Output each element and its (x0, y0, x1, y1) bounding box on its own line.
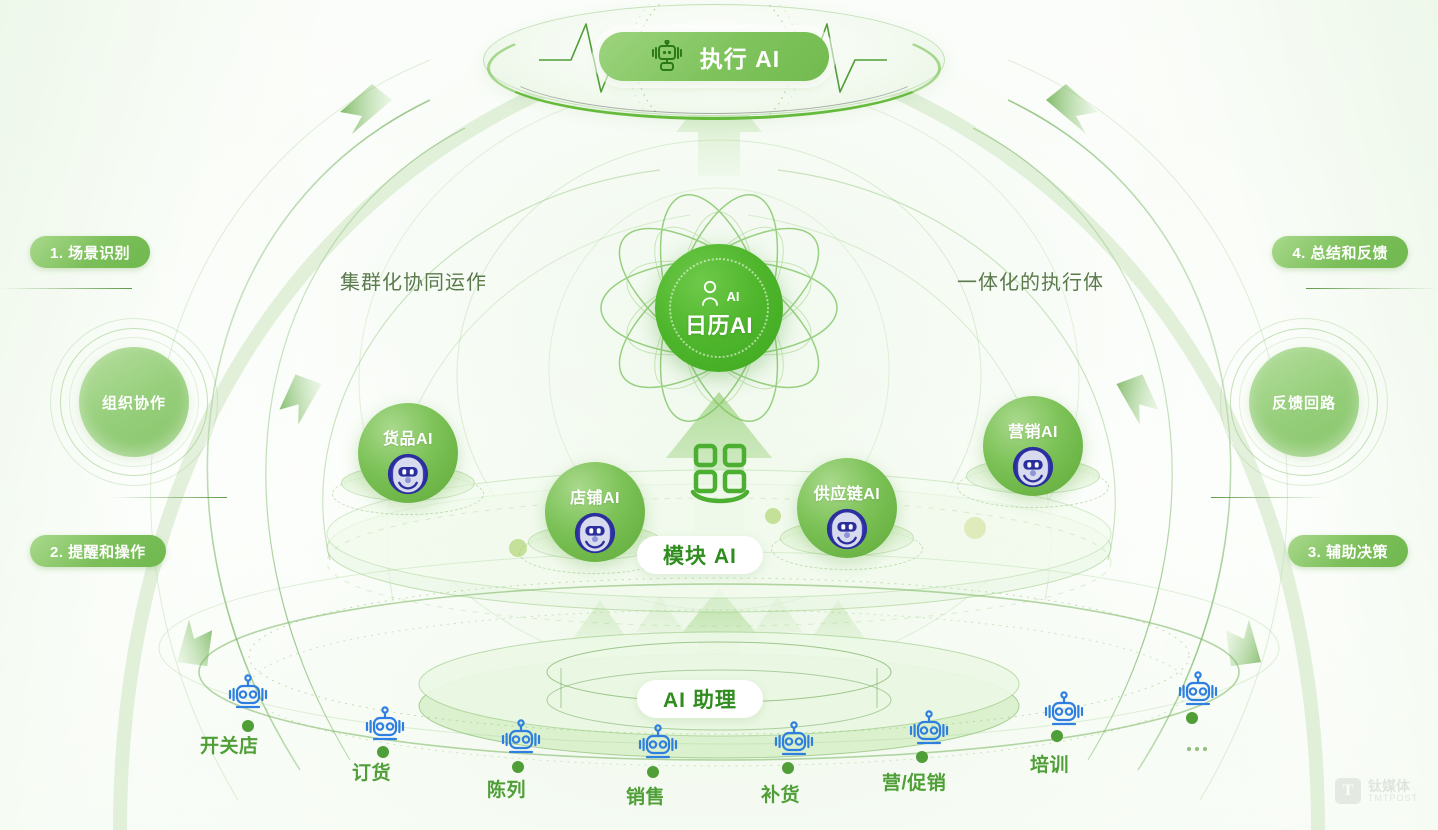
divider-bottom-right (1211, 497, 1326, 498)
step-badge-assist-decision[interactable]: 3. 辅助决策 (1287, 535, 1408, 567)
flow-arrow-left-mid (279, 374, 322, 425)
core-dotted-ring (669, 258, 769, 358)
watermark-name-en: TMTPOST (1368, 792, 1418, 803)
ring-inner (1239, 337, 1369, 467)
robot-icon (774, 721, 814, 756)
divider-top-left (0, 288, 132, 289)
task-label-t4: 销售 (626, 782, 665, 809)
agent-avatar-robot-icon (826, 508, 868, 555)
task-robot-icon-t3[interactable] (499, 718, 543, 769)
floating-dot (964, 517, 986, 539)
exec-ai-disc[interactable]: 执行 AI (483, 4, 945, 122)
task-label-text: 培训 (1030, 755, 1070, 776)
module-grid-icon (688, 440, 752, 515)
ring-outer (1220, 318, 1388, 486)
task-robot-icon-t2[interactable] (363, 705, 407, 756)
agent-avatar-robot-icon (387, 453, 429, 500)
robot-icon (909, 710, 949, 745)
divider-top-right (1306, 288, 1438, 289)
agent-label-goods: 货品AI (382, 431, 433, 448)
agent-avatar-robot-icon (1012, 446, 1054, 493)
step-badge-summary-feedback[interactable]: 4. 总结和反馈 (1272, 236, 1408, 268)
exec-ai-label: 执行 AI (699, 45, 781, 72)
task-robot-icon-t8[interactable] (1176, 670, 1220, 721)
task-label-text: 陈列 (487, 780, 527, 801)
agent-bubble-supply[interactable]: 供应链AI (771, 458, 923, 606)
agent-bubble-store[interactable]: 店铺AI (519, 462, 671, 610)
robot-head-icon (651, 39, 682, 71)
side-node-label: 组织协作 (79, 347, 189, 457)
robot-icon (228, 674, 268, 709)
agent-label-store: 店铺AI (569, 490, 620, 507)
task-robot-icon-t7[interactable] (1042, 690, 1086, 741)
task-label-t2: 订货 (352, 758, 391, 785)
task-label-t7: 培训 (1030, 750, 1069, 777)
task-robot-icon-t6[interactable] (907, 709, 951, 760)
side-node-feedback-loop[interactable]: 反馈回路 (1220, 318, 1388, 486)
watermark-name-cn: 钛媒体 (1368, 777, 1410, 794)
task-label-text: 营/促销 (882, 773, 947, 794)
task-label-t3: 陈列 (487, 775, 526, 802)
agent-avatar-robot-icon (574, 512, 616, 559)
agent-label-market: 营销AI (1007, 424, 1058, 441)
core-ball: AI 日历AI (655, 244, 783, 372)
core-calendar-ai-node[interactable]: AI 日历AI (655, 244, 783, 372)
robot-icon (638, 724, 678, 759)
ring-mid (60, 328, 208, 476)
divider-bottom-left (112, 497, 227, 498)
cluster-operation-text: 集群化协同运作 (340, 272, 487, 294)
flow-arrow-right-bottom (1225, 619, 1262, 667)
agent-label-supply: 供应链AI (813, 486, 881, 503)
robot-icon (501, 719, 541, 754)
step-badge-remind-operate[interactable]: 2. 提醒和操作 (30, 535, 166, 567)
task-robot-icon-t4[interactable] (636, 723, 680, 774)
watermark-logo-icon: T (1335, 778, 1361, 804)
exec-disc-rim (487, 16, 941, 120)
ring-inner (69, 337, 199, 467)
ring-mid (1230, 328, 1378, 476)
module-ai-pill[interactable]: 模块 AI (637, 536, 763, 574)
robot-icon (365, 706, 405, 741)
core-ai-sub-label: AI (726, 288, 740, 304)
task-label-t5: 补货 (761, 780, 800, 807)
person-ai-icon: AI (699, 279, 740, 307)
flow-arrow-right-top (1046, 84, 1098, 134)
flow-arrow-right-mid (1116, 374, 1159, 425)
robot-icon (1178, 671, 1218, 706)
flow-arrow-left-bottom (176, 619, 213, 667)
track-nodes (242, 712, 1198, 778)
ring-outer (50, 318, 218, 486)
task-label-t1: 开关店 (200, 731, 259, 758)
floating-dot (765, 508, 781, 524)
watermark: T 钛媒体 TMTPOST (1335, 778, 1418, 804)
agent-bubble-market[interactable]: 营销AI (957, 396, 1109, 544)
task-label-t6: 营/促销 (882, 768, 946, 795)
agent-bubble-goods[interactable]: 货品AI (332, 403, 484, 551)
module-platform (326, 469, 1112, 627)
task-label-text: 销售 (626, 787, 666, 808)
task-label-text: 补货 (761, 785, 801, 806)
task-label-text: 开关店 (200, 736, 259, 757)
task-ellipsis-indicator (1187, 747, 1207, 751)
assistant-ai-pill[interactable]: AI 助理 (637, 680, 763, 718)
step-badge-scene-recognition[interactable]: 1. 场景识别 (30, 236, 151, 268)
exec-ai-pill[interactable]: 执行 AI (599, 32, 829, 81)
flow-arrow-left-top (340, 84, 392, 134)
task-robot-icon-t1[interactable] (226, 673, 270, 724)
integrated-executor-text: 一体化的执行体 (957, 272, 1104, 294)
side-node-org-collaboration[interactable]: 组织协作 (50, 318, 218, 486)
task-robot-icon-t5[interactable] (772, 720, 816, 771)
robot-icon (1044, 691, 1084, 726)
core-label: 日历AI (684, 312, 753, 338)
task-label-text: 订货 (352, 763, 392, 784)
side-node-label: 反馈回路 (1249, 347, 1359, 457)
